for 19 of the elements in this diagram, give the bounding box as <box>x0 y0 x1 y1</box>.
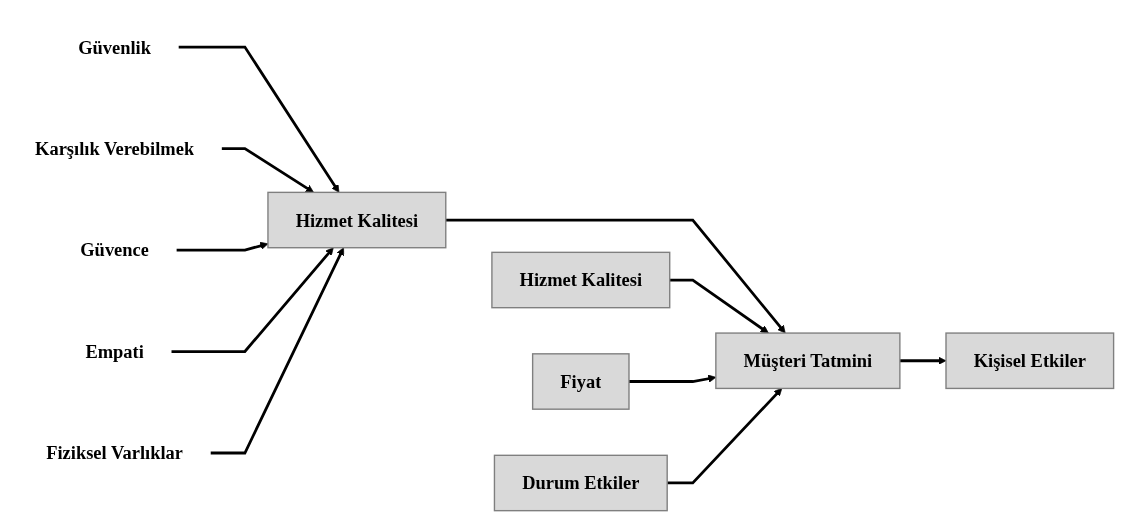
node-text: Empati <box>85 341 144 362</box>
node-text: Güvenlik <box>78 36 152 58</box>
arrow <box>210 247 345 455</box>
node-text: Güvence <box>80 239 149 261</box>
arrow <box>445 218 786 334</box>
arrow <box>667 388 783 485</box>
node-box: Fiyat <box>531 353 630 410</box>
arrow <box>899 356 947 365</box>
node-text: Fiziksel Varlıklar <box>46 442 184 464</box>
node-text: Karşılık Verebilmek <box>35 138 195 159</box>
arrow <box>171 247 334 353</box>
node-box: Hizmet Kalitesi <box>267 191 447 249</box>
node-box: Kişisel Etkiler <box>945 332 1115 390</box>
node-box: Durum Etkiler <box>493 454 668 512</box>
arrow <box>221 147 314 193</box>
node-box: Müşteri Tatmini <box>715 332 901 390</box>
arrow <box>178 45 340 193</box>
arrow <box>669 278 769 334</box>
node-box: Hizmet Kalitesi <box>491 251 671 309</box>
